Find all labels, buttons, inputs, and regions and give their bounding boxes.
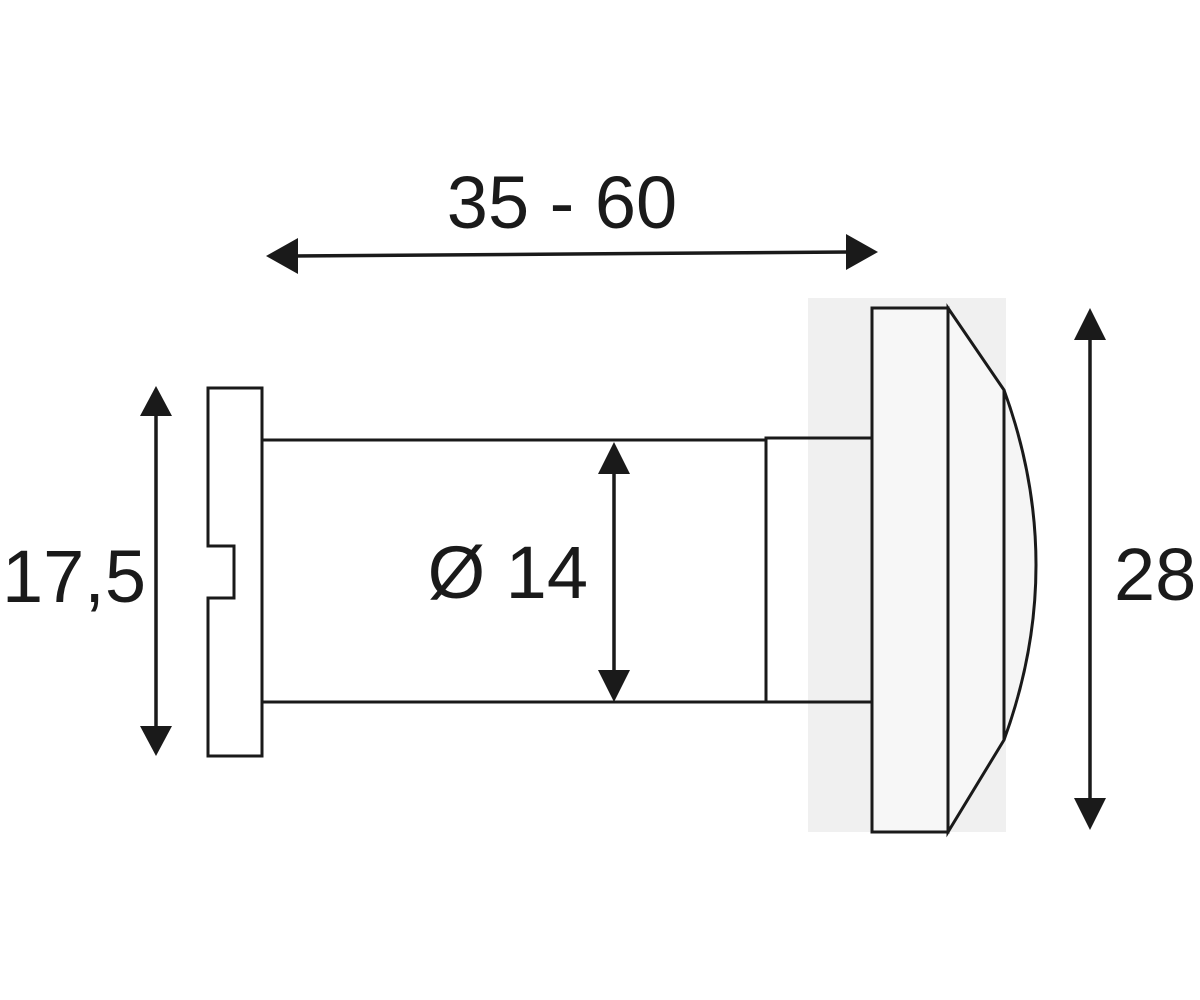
inner-flange (206, 386, 264, 758)
lens-dome (1002, 389, 1038, 741)
inner-barrel (258, 438, 768, 704)
flange-diameter-label: 17,5 (2, 535, 146, 618)
length-arrow-right (846, 234, 878, 270)
flange-arrow-top (140, 386, 172, 416)
head-diameter-label: 28 (1114, 533, 1196, 616)
head-arrow-bottom (1074, 798, 1106, 830)
barrel-diameter-label: Ø 14 (428, 531, 588, 614)
head-arrow-top (1074, 308, 1106, 340)
barrel-arrow-bottom (598, 670, 630, 702)
length-arrow-left (266, 238, 298, 274)
barrel-arrow-top (598, 442, 630, 474)
flange-arrow-bottom (140, 726, 172, 756)
outer-head-plate (870, 306, 950, 834)
head-bevel (946, 303, 1006, 838)
length-dimension-line (291, 250, 851, 258)
length-range-label: 35 - 60 (447, 161, 677, 244)
